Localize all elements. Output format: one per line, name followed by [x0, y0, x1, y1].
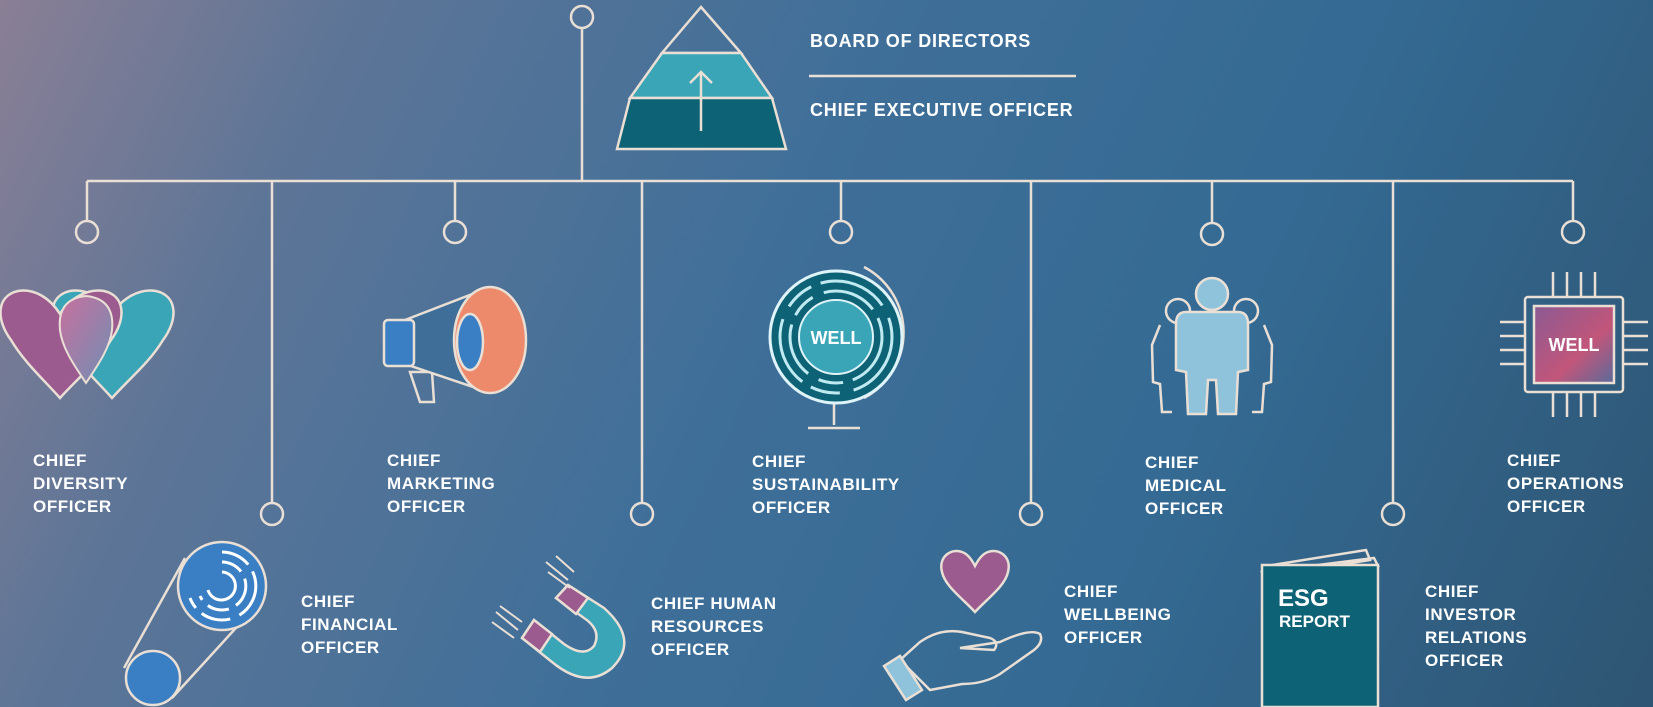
node-wellbeing	[1018, 501, 1044, 527]
connector-lines	[85, 28, 1575, 503]
globe-icon: WELL	[768, 265, 905, 430]
pyramid-icon	[615, 5, 788, 151]
esg-report-icon: ESG REPORT	[1260, 548, 1380, 707]
node-operations	[1560, 219, 1586, 245]
connector-nodes	[74, 4, 1586, 527]
chip-icon: WELL	[1500, 272, 1648, 417]
chip-label: WELL	[1549, 335, 1600, 355]
report-title: ESG	[1278, 585, 1329, 612]
node-marketing	[442, 219, 468, 245]
people-icon	[1150, 276, 1274, 416]
node-diversity	[74, 219, 100, 245]
node-sustainability	[828, 219, 854, 245]
magnet-icon	[491, 555, 626, 679]
heart-in-hand-icon	[882, 549, 1043, 702]
coin-pulley-icon	[122, 540, 268, 707]
node-investor-relations	[1380, 501, 1406, 527]
node-financial	[259, 501, 285, 527]
hearts-icon	[0, 289, 175, 400]
board-of-directors-label: BOARD OF DIRECTORS	[810, 31, 1032, 51]
node-medical	[1199, 221, 1225, 247]
ceo-label: CHIEF EXECUTIVE OFFICER	[810, 100, 1074, 120]
globe-label: WELL	[811, 328, 862, 348]
top-node	[569, 4, 595, 30]
node-human-resources	[629, 501, 655, 527]
megaphone-icon	[382, 285, 528, 404]
report-subtitle: REPORT	[1279, 612, 1350, 631]
